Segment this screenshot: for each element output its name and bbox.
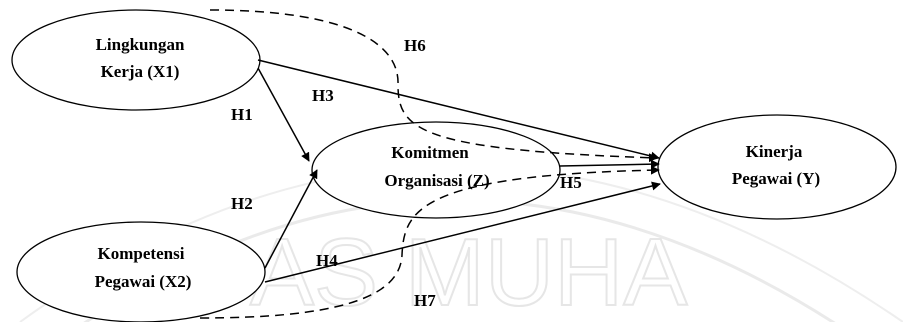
hypothesis-h7-label: H7 (414, 291, 436, 310)
node-x2-label-line2: Pegawai (X2) (95, 272, 192, 291)
node-z-label-line1: Komitmen (391, 143, 469, 162)
hypothesis-h4-label: H4 (316, 251, 338, 270)
hypothesis-h6-label: H6 (404, 36, 426, 55)
node-y-label-line1: Kinerja (746, 142, 803, 161)
node-x2-label-line1: Kompetensi (98, 244, 185, 263)
hypothesis-h3-label: H3 (312, 86, 334, 105)
node-z-label-line2: Organisasi (Z) (384, 171, 489, 190)
path-h6-dashed (209, 9, 658, 163)
path-h2 (264, 169, 318, 269)
path-h1 (257, 67, 310, 162)
node-y-ellipse (657, 114, 897, 220)
path-h5 (559, 159, 660, 169)
node-y-label-line2: Pegawai (Y) (732, 169, 820, 188)
watermark-text: AS MUHA (250, 219, 687, 322)
hypothesis-h1-label: H1 (231, 105, 253, 124)
path-h4 (264, 181, 661, 283)
node-x1-ellipse (11, 9, 261, 111)
node-x1-label-line1: Lingkungan (96, 35, 185, 54)
hypothesis-h5-label: H5 (560, 173, 582, 192)
node-z-ellipse (311, 121, 561, 219)
hypothesis-h2-label: H2 (231, 194, 253, 213)
node-x1-label-line2: Kerja (X1) (101, 62, 180, 81)
path-h7-dashed (199, 165, 660, 319)
path-h3 (257, 59, 660, 161)
